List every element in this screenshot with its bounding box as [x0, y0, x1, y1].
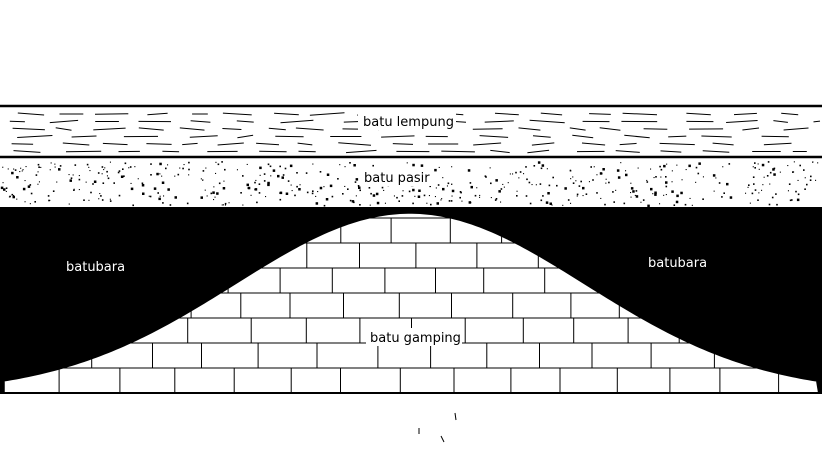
limestone-dome-outline [3, 212, 817, 393]
sand-texture [0, 161, 819, 208]
sand-label-backing [360, 168, 432, 186]
sand-label: batu pasir [364, 171, 430, 186]
stray-marks [418, 412, 457, 443]
clay-layer: batu lempung [0, 104, 822, 159]
coal-left-label: batubara [66, 260, 125, 275]
coal-right-label: batubara [648, 256, 707, 271]
limestone-dome-shape [4, 213, 818, 393]
clay-label-backing [358, 112, 456, 130]
limestone-label-backing [366, 328, 462, 346]
clay-label: batu lempung [363, 115, 454, 130]
sand-layer: batu pasir [0, 161, 819, 208]
limestone-label: batu gamping [370, 331, 461, 346]
